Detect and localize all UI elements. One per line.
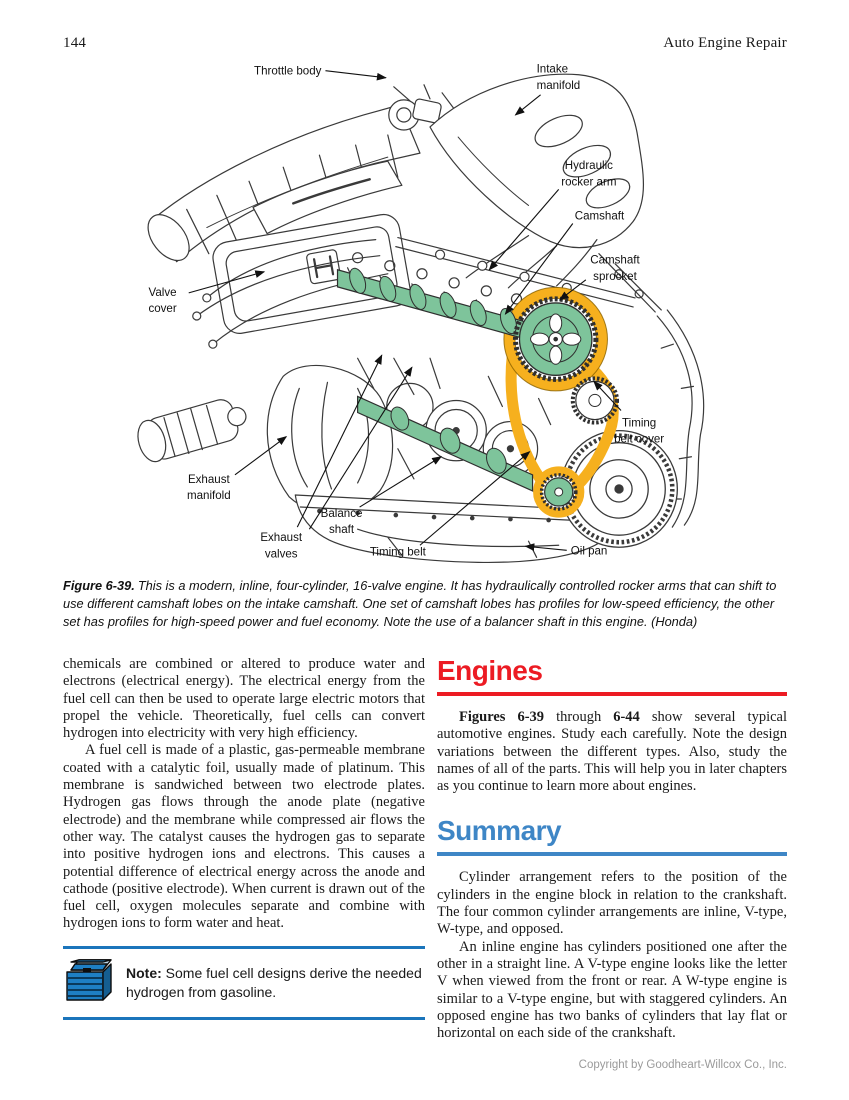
label-timing-belt: Timing belt <box>370 546 427 558</box>
engines-para-rest: show several typical automotive engines.… <box>437 709 788 795</box>
camshaft-sprocket-art <box>512 296 599 382</box>
label-hydraulic-rocker-arm-2: rocker arm <box>561 176 616 188</box>
label-exhaust-manifold-2: manifold <box>187 490 231 502</box>
label-throttle-body: Throttle body <box>254 66 322 78</box>
balance-shaft-art <box>357 395 578 511</box>
right-column: Engines Figures 6-39 through 6-44 show s… <box>437 656 787 1075</box>
label-balance-shaft-2: shaft <box>329 524 355 536</box>
label-timing-belt-cover-1: Timing <box>622 418 656 430</box>
note-box: Note: Some fuel cell designs derive the … <box>63 945 425 1020</box>
label-valve-cover-2: cover <box>148 303 176 315</box>
left-column: chemicals are combined or altered to pro… <box>63 656 425 1020</box>
summary-paragraph-2: An inline engine has cylinders positione… <box>437 938 787 1042</box>
figure-caption: Figure 6-39.This is a modern, inline, fo… <box>63 577 788 631</box>
figure-caption-text: This is a modern, inline, four-cylinder,… <box>63 578 777 629</box>
engines-paragraph: Figures 6-39 through 6-44 show several t… <box>437 709 787 795</box>
summary-heading-rule <box>437 852 787 857</box>
label-camshaft-sprocket-2: sprocket <box>593 271 637 283</box>
label-intake-manifold-2: manifold <box>537 80 581 92</box>
running-head: Auto Engine Repair <box>663 35 787 51</box>
label-valve-cover-1: Valve <box>149 287 177 299</box>
fuel-cell-paragraph-1: chemicals are combined or altered to pro… <box>63 656 425 742</box>
label-hydraulic-rocker-arm-1: Hydraulic <box>565 160 613 172</box>
note-label: Note: <box>126 964 162 981</box>
engines-heading: Engines <box>437 655 543 686</box>
summary-heading: Summary <box>437 815 562 847</box>
engine-diagram: Throttle body Intake manifold Hydraulic … <box>137 64 705 564</box>
label-timing-belt-cover-2: belt cover <box>614 434 664 446</box>
label-camshaft-sprocket-1: Camshaft <box>590 255 640 267</box>
timing-belt-art <box>503 287 619 518</box>
fuel-cell-paragraph-2: A fuel cell is made of a plastic, gas-pe… <box>63 742 425 932</box>
leader-lines <box>188 70 622 551</box>
note-text-wrap: Note: Some fuel cell designs derive the … <box>126 964 425 1002</box>
bold-figure-ref-2: 6-44 <box>613 709 640 725</box>
engine-figure: Throttle body Intake manifold Hydraulic … <box>56 56 800 572</box>
copyright-notice: Copyright by Goodheart-Willcox Co., Inc. <box>578 1059 787 1072</box>
toolbox-icon <box>63 957 115 1009</box>
label-exhaust-valves-2: valves <box>265 548 298 560</box>
engines-heading-rule <box>437 692 787 696</box>
summary-paragraph-1: Cylinder arrangement refers to the posit… <box>437 869 787 938</box>
label-exhaust-valves-1: Exhaust <box>260 532 303 544</box>
page-number: 144 <box>63 35 87 51</box>
label-balance-shaft-1: Balance <box>321 508 363 520</box>
label-exhaust-manifold-1: Exhaust <box>188 474 231 486</box>
bold-figure-ref-1: Figures 6-39 <box>459 709 545 725</box>
label-intake-manifold-1: Intake <box>537 64 568 76</box>
label-camshaft: Camshaft <box>575 210 625 222</box>
label-oil-pan: Oil pan <box>571 545 608 557</box>
crankshaft-pulley <box>560 429 678 548</box>
note-text: Some fuel cell designs derive the needed… <box>126 964 422 1000</box>
figure-caption-label: Figure 6-39. <box>63 578 135 593</box>
engines-para-mid: through <box>544 709 614 725</box>
